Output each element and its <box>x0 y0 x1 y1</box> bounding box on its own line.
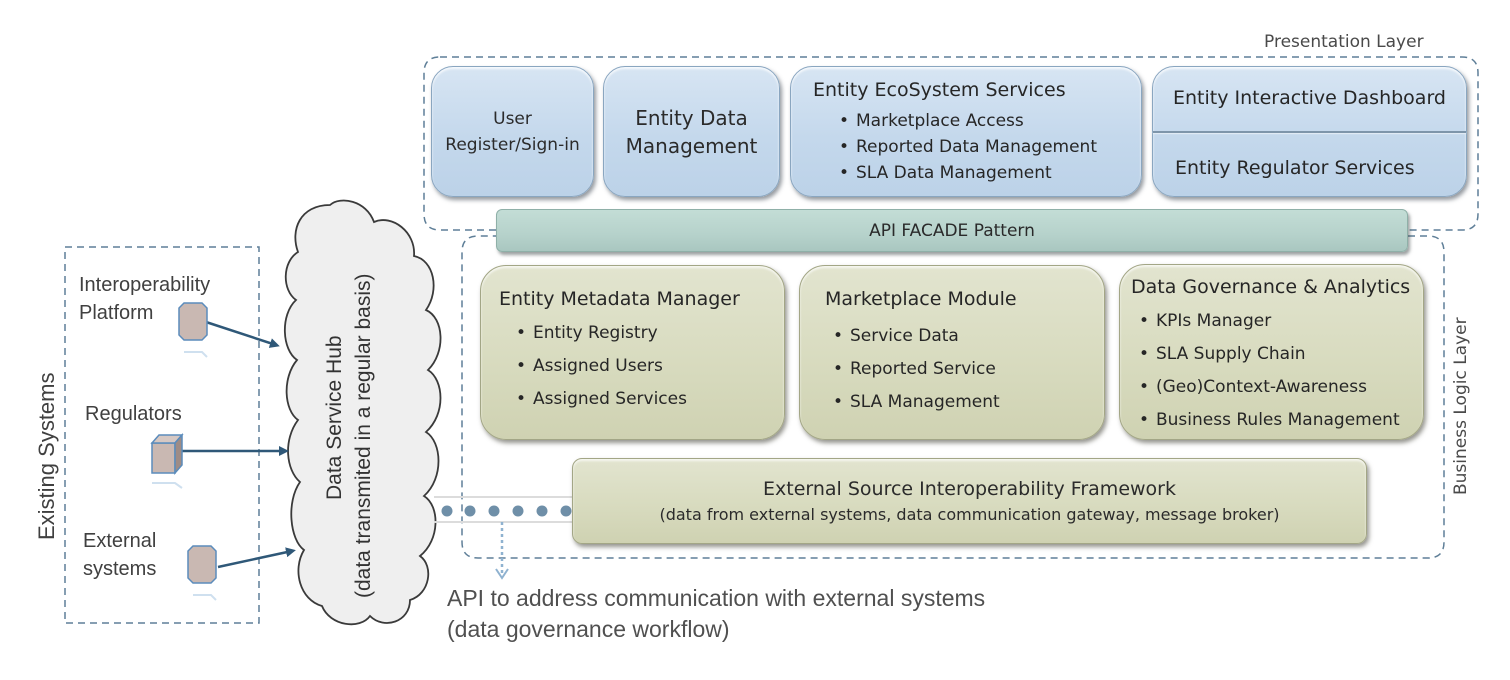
list-item: Business Rules Management <box>1136 404 1400 437</box>
interop-connector <box>434 496 572 523</box>
server-icon <box>187 545 217 601</box>
list-item: Reported Service <box>830 353 1000 386</box>
arrow-external-to-hub <box>217 547 296 569</box>
list-item: SLA Data Management <box>836 160 1097 186</box>
business-logic-layer-label: Business Logic Layer <box>1451 317 1471 495</box>
list-item: Service Data <box>830 320 1000 353</box>
entity-interactive-dashboard[interactable]: Entity Interactive Dashboard <box>1173 87 1446 109</box>
interoperability-platform-label[interactable]: Interoperability Platform <box>79 271 210 327</box>
list-item: SLA Supply Chain <box>1136 338 1400 371</box>
user-register-line2: Register/Sign-in <box>445 134 580 155</box>
entity-data-management-line1: Entity Data <box>635 105 748 130</box>
user-register-line1: User <box>493 108 532 129</box>
external-systems-line1: External <box>83 530 157 552</box>
api-note-arrow <box>495 522 509 580</box>
cube-icon <box>150 433 184 489</box>
entity-metadata-manager-box[interactable]: Entity Metadata Manager Entity Registry … <box>480 265 785 440</box>
regulators-label[interactable]: Regulators <box>85 400 182 428</box>
entity-regulator-services[interactable]: Entity Regulator Services <box>1175 157 1415 179</box>
list-item: (Geo)Context-Awareness <box>1136 371 1400 404</box>
entity-ecosystem-services-title: Entity EcoSystem Services <box>813 79 1066 101</box>
data-governance-analytics-title: Data Governance & Analytics <box>1131 276 1411 298</box>
interoperability-platform-line1: Interoperability <box>79 274 211 296</box>
interoperability-platform-line2: Platform <box>79 302 154 324</box>
business-logic-layer-border <box>461 235 1445 559</box>
dashboard-divider <box>1153 131 1466 133</box>
interop-framework-subtitle: (data from external systems, data commun… <box>659 505 1280 524</box>
data-service-hub-cloud <box>283 199 442 626</box>
regulators-line1: Regulators <box>85 403 182 425</box>
entity-data-management-line2: Management <box>625 133 758 158</box>
entity-metadata-manager-list: Entity Registry Assigned Users Assigned … <box>513 317 687 416</box>
entity-ecosystem-services-box[interactable]: Entity EcoSystem Services Marketplace Ac… <box>790 66 1142 197</box>
presentation-layer-border <box>423 56 1479 231</box>
external-source-interop-framework-box[interactable]: External Source Interoperability Framewo… <box>572 458 1367 544</box>
list-item: Entity Registry <box>513 317 687 350</box>
entity-data-management-box[interactable]: Entity Data Management <box>603 66 780 197</box>
data-governance-analytics-box[interactable]: Data Governance & Analytics KPIs Manager… <box>1119 264 1424 440</box>
data-service-hub-subtitle: (data transmited in a regular basis) <box>352 273 375 599</box>
existing-systems-border <box>64 246 260 624</box>
presentation-layer-label: Presentation Layer <box>1264 32 1424 52</box>
server-icon <box>178 302 208 358</box>
existing-systems-label: Existing Systems <box>34 372 59 541</box>
external-systems-line2: systems <box>83 558 157 580</box>
user-register-box[interactable]: User Register/Sign-in <box>431 66 594 197</box>
list-item: Assigned Users <box>513 350 687 383</box>
data-service-hub-title: Data Service Hub <box>323 335 346 500</box>
list-item: KPIs Manager <box>1136 305 1400 338</box>
external-systems-label[interactable]: External systems <box>83 527 156 583</box>
entity-dashboard-box: Entity Interactive Dashboard Entity Regu… <box>1152 66 1467 197</box>
data-service-hub[interactable]: Data Service Hub <box>321 335 349 500</box>
arrow-interop-to-hub <box>205 320 280 348</box>
interop-framework-title: External Source Interoperability Framewo… <box>763 478 1176 500</box>
list-item: Marketplace Access <box>836 108 1097 134</box>
marketplace-module-box[interactable]: Marketplace Module Service Data Reported… <box>799 265 1105 440</box>
list-item: SLA Management <box>830 386 1000 419</box>
api-note: API to address communication with extern… <box>447 583 985 645</box>
entity-ecosystem-services-list: Marketplace Access Reported Data Managem… <box>836 108 1097 186</box>
entity-metadata-manager-title: Entity Metadata Manager <box>499 288 740 310</box>
api-note-line2: (data governance workflow) <box>447 616 730 642</box>
api-note-line1: API to address communication with extern… <box>447 585 986 611</box>
marketplace-module-list: Service Data Reported Service SLA Manage… <box>830 320 1000 419</box>
marketplace-module-title: Marketplace Module <box>825 288 1017 310</box>
api-facade-bar[interactable]: API FACADE Pattern <box>496 209 1408 252</box>
data-governance-analytics-list: KPIs Manager SLA Supply Chain (Geo)Conte… <box>1136 305 1400 437</box>
list-item: Assigned Services <box>513 383 687 416</box>
list-item: Reported Data Management <box>836 134 1097 160</box>
